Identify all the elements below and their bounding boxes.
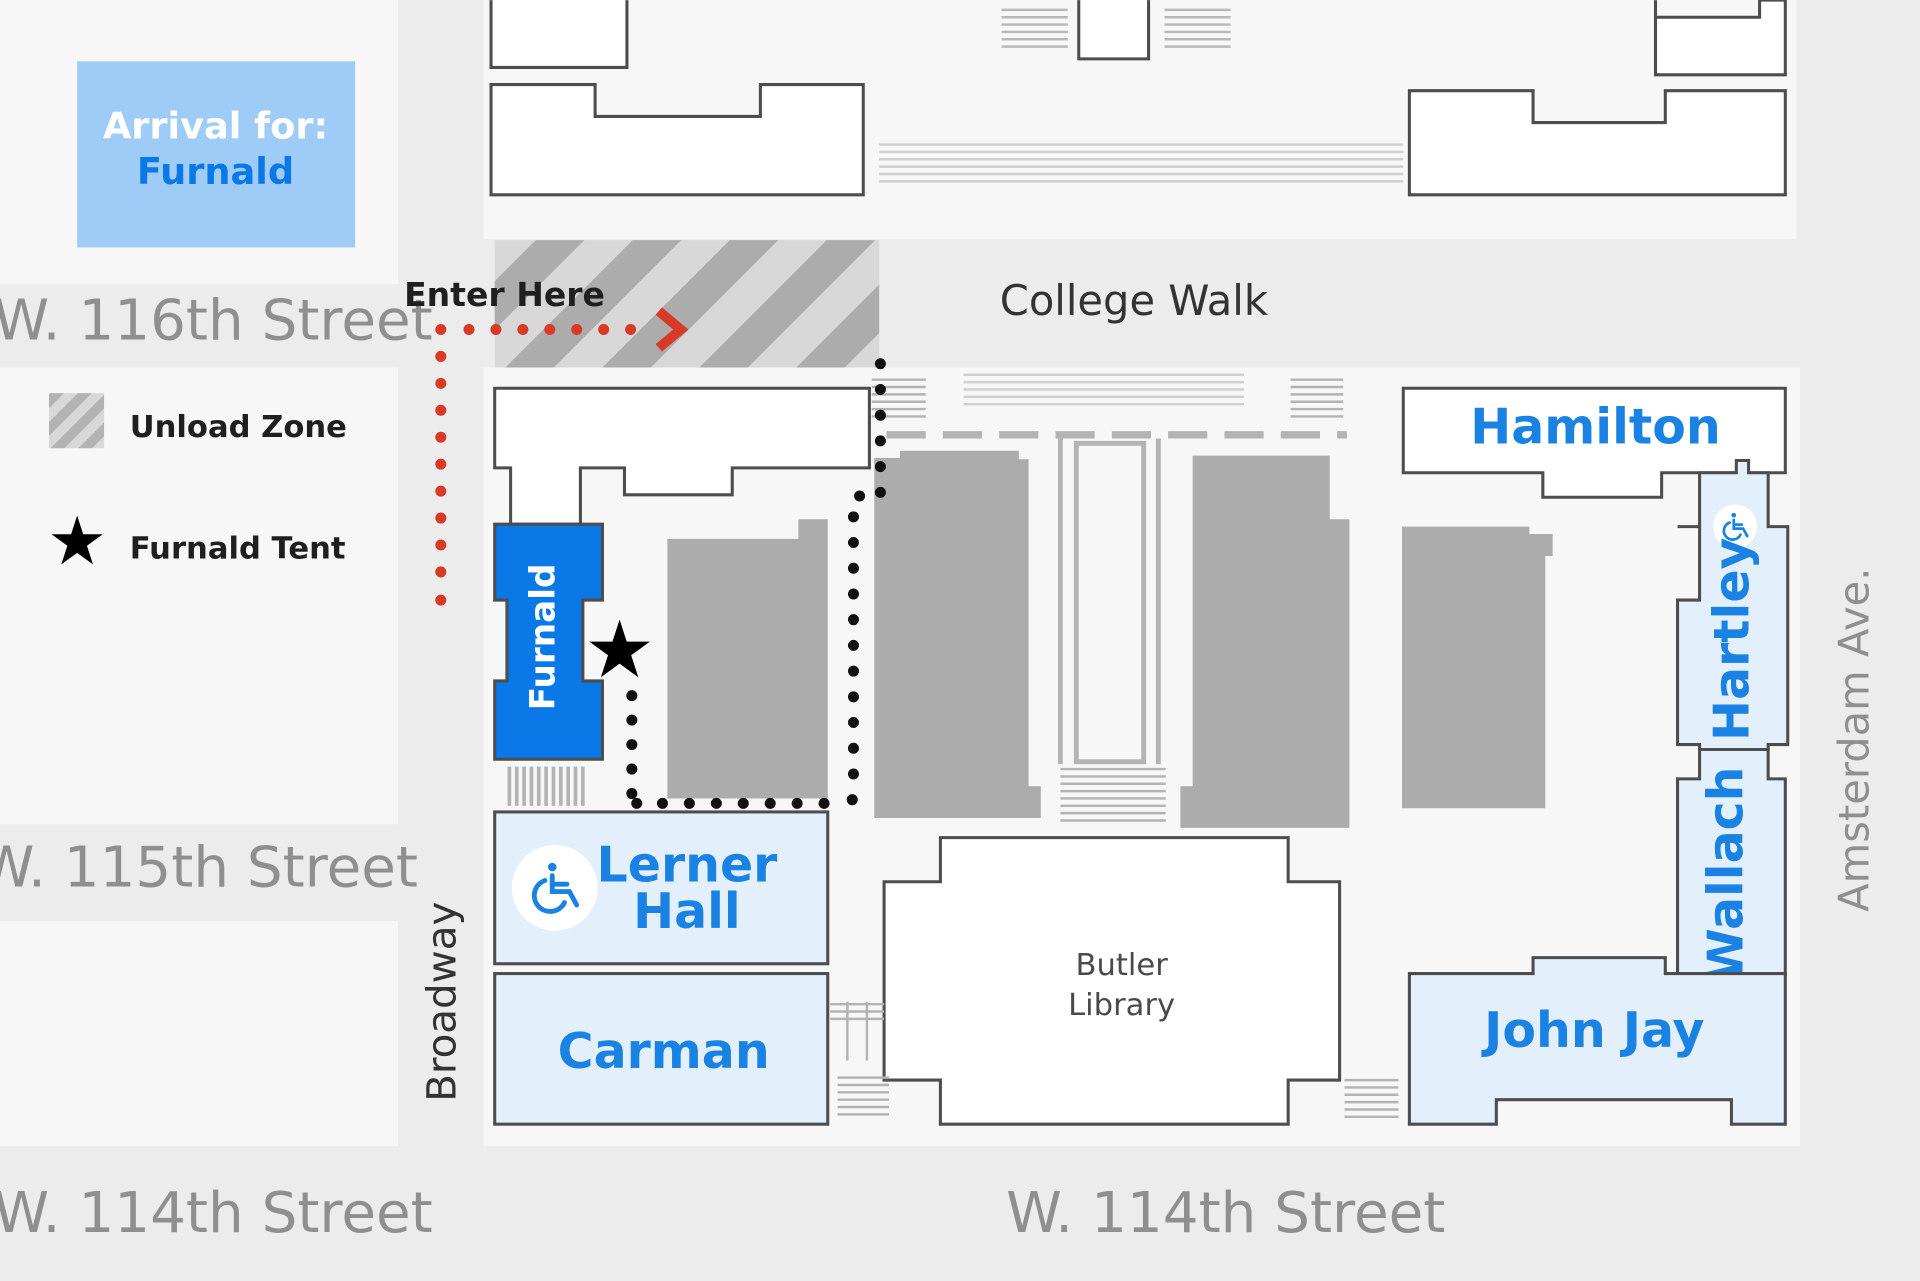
street-amsterdam: Amsterdam Ave. xyxy=(1830,568,1879,912)
chevron-right-icon xyxy=(655,307,689,352)
arrival-box xyxy=(77,61,356,248)
street-w114-right: W. 114th Street xyxy=(1006,1181,1445,1246)
other-buildings xyxy=(667,450,1553,828)
wheelchair-icon xyxy=(1722,512,1749,541)
north-buildings xyxy=(489,0,1787,197)
butler-label-line2: Library xyxy=(1068,988,1175,1023)
arrival-building: Furnald xyxy=(137,150,294,193)
legend-unload-zone: Unload Zone xyxy=(130,410,347,445)
furnald-tent-star-icon xyxy=(589,619,650,678)
north-steps xyxy=(1001,8,1231,48)
furnald-label: Furnald xyxy=(524,563,564,710)
lerner-label-line2: Hall xyxy=(633,883,741,940)
street-w115: W. 115th Street xyxy=(0,836,418,901)
campus-outlines xyxy=(493,386,871,526)
hamilton-building xyxy=(1401,386,1787,499)
walking-path xyxy=(626,358,886,809)
unload-zone-swatch xyxy=(48,393,105,449)
star-icon xyxy=(51,515,103,565)
street-w116: W. 116th Street xyxy=(0,288,433,353)
block-sw xyxy=(0,920,398,1147)
north-terrace xyxy=(879,143,1404,183)
wallach-label: Wallach xyxy=(1697,766,1754,982)
street-broadway: Broadway xyxy=(418,902,466,1102)
carman-building xyxy=(493,972,830,1126)
lerner-accessibility-badge xyxy=(511,844,598,931)
wheelchair-icon xyxy=(531,862,580,914)
lawn-steps xyxy=(1060,767,1166,822)
furnald-steps xyxy=(507,766,585,806)
enter-here-label: Enter Here xyxy=(404,275,605,314)
furnald-building xyxy=(493,522,604,761)
hamilton-label: Hamilton xyxy=(1470,398,1721,455)
hartley-building xyxy=(1676,458,1790,752)
central-lawn xyxy=(1057,438,1161,765)
legend-tent: Furnald Tent xyxy=(130,531,346,566)
campus-steps xyxy=(871,378,1344,418)
butler-side-steps xyxy=(830,1001,1399,1119)
street-w114-left: W. 114th Street xyxy=(0,1181,433,1246)
hartley-label: Hartley xyxy=(1704,537,1761,741)
butler-label-line1: Butler xyxy=(1075,948,1168,983)
entry-route xyxy=(435,323,637,606)
john-jay-label: John Jay xyxy=(1481,1002,1704,1059)
john-jay-building xyxy=(1407,956,1787,1126)
carman-label: Carman xyxy=(558,1023,770,1080)
campus-terrace xyxy=(963,373,1245,406)
lerner-label-line1: Lerner xyxy=(597,837,778,894)
arrival-title: Arrival for: xyxy=(103,104,328,147)
hartley-accessibility-badge xyxy=(1713,504,1758,549)
unload-zone xyxy=(494,240,880,368)
butler-library-building xyxy=(882,836,1342,1126)
college-walk-label: College Walk xyxy=(1000,276,1268,325)
